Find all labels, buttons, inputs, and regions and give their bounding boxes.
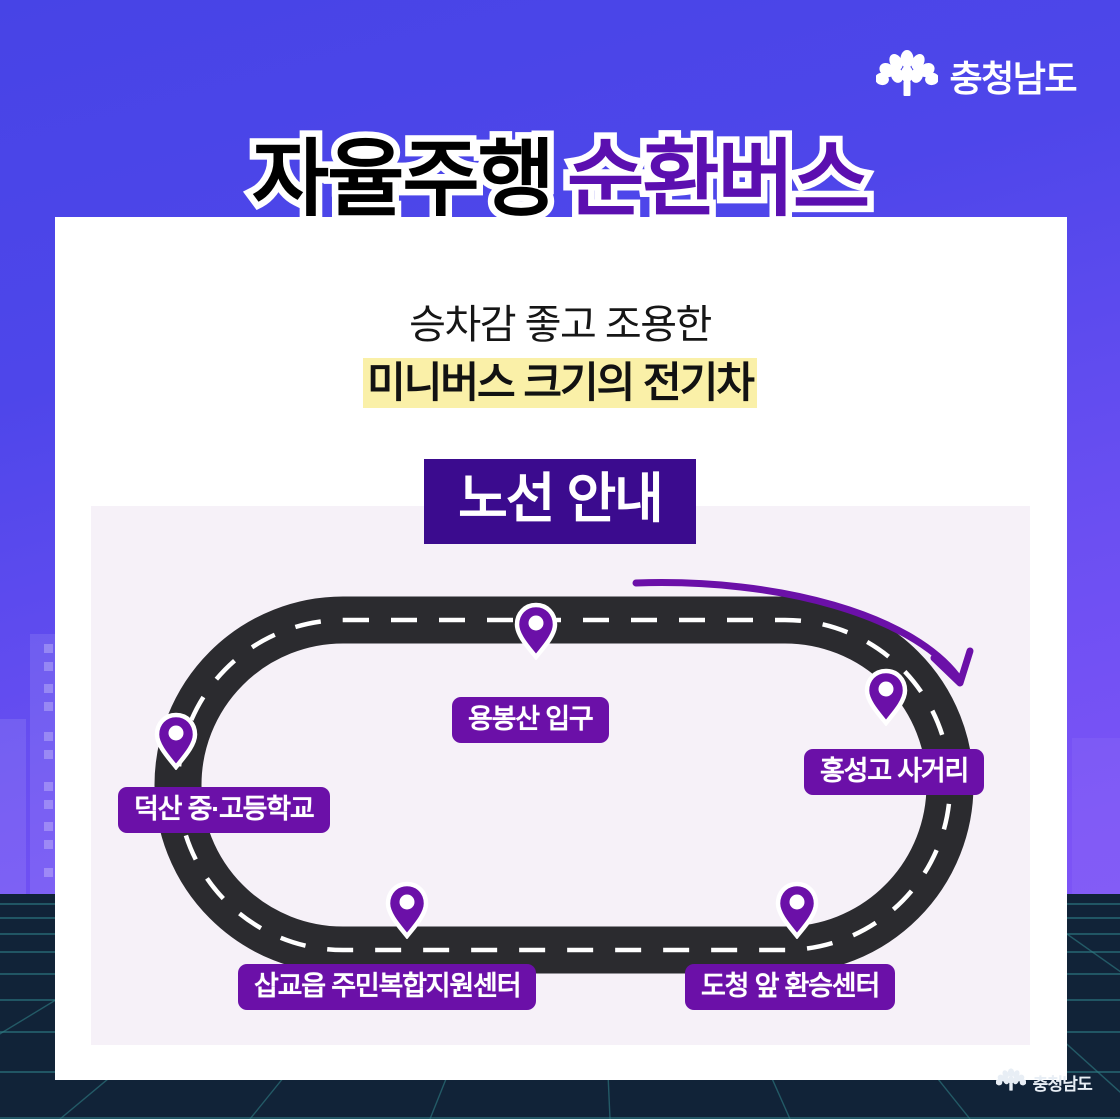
chungnam-flower-logo-icon [874, 48, 939, 103]
footer-logo: 충청남도 [995, 1067, 1093, 1097]
subtitle-block: 승차감 좋고 조용한 미니버스 크기의 전기차 [0, 300, 1120, 408]
page-title-part2: 순환버스 [560, 131, 876, 228]
map-pin-icon[interactable] [385, 881, 429, 940]
footer-logo-text: 충청남도 [1032, 1074, 1093, 1094]
chungnam-flower-logo-icon [995, 1067, 1027, 1097]
curved-arrow-clockwise-icon [632, 579, 974, 687]
subtitle-line-1: 승차감 좋고 조용한 [409, 303, 712, 347]
route-badge-wrap: 노선 안내 [0, 459, 1120, 544]
map-pin-icon[interactable] [514, 602, 558, 661]
subtitle-line-2-highlighted: 미니버스 크기의 전기차 [363, 358, 757, 408]
header-logo: 충청남도 [874, 48, 1078, 103]
route-map-panel: 용봉산 입구 홍성고 사거리 덕산 중·고등학교 삽교읍 주민복합지원센터 도청… [91, 506, 1030, 1045]
page-title-part1: 자율주행 [245, 131, 561, 228]
route-guide-badge: 노선 안내 [424, 459, 696, 544]
map-pin-icon[interactable] [864, 668, 908, 727]
stop-label-sapgyo[interactable]: 삽교읍 주민복합지원센터 [238, 964, 537, 1011]
stop-label-docheong[interactable]: 도청 앞 환승센터 [685, 964, 896, 1011]
map-pin-icon[interactable] [775, 881, 819, 940]
stop-label-yongbongsan[interactable]: 용봉산 입구 [452, 697, 609, 744]
header-logo-text: 충청남도 [949, 57, 1078, 99]
stop-label-hongseonggo[interactable]: 홍성고 사거리 [804, 749, 985, 796]
map-pin-icon[interactable] [154, 712, 198, 771]
stop-label-deoksan[interactable]: 덕산 중·고등학교 [118, 787, 330, 834]
